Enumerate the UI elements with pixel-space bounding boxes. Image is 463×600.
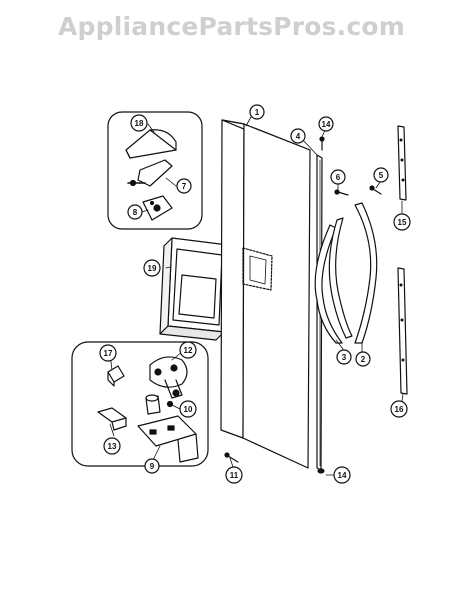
- callout-12: 12: [179, 341, 197, 359]
- callout-12-label: 12: [184, 346, 193, 355]
- part-8-hinge-plate: [142, 195, 173, 221]
- callout-17-label: 17: [104, 349, 113, 358]
- callout-11-label: 11: [230, 471, 239, 480]
- part-3-handle-trim: [314, 224, 343, 344]
- callout-labels: 1 4 14 6 5 15 3 2 16 14 11 19 18 7 8: [99, 104, 411, 484]
- part-7-hinge-bracket: [127, 159, 173, 187]
- callout-14-bottom-label: 14: [338, 471, 347, 480]
- part-14-screw-bottom: [317, 468, 325, 474]
- callout-19-label: 19: [148, 264, 157, 273]
- callout-1-label: 1: [255, 108, 260, 117]
- part-10-hinge-pin: [145, 394, 174, 415]
- callout-7-label: 7: [182, 182, 187, 191]
- callout-3: 3: [336, 349, 352, 365]
- part-16-trim-strip: [397, 267, 408, 395]
- inset-box-bottom-hinge: [71, 341, 209, 467]
- callout-14-top: 14: [318, 116, 334, 132]
- site-watermark: AppliancePartsPros.com: [57, 12, 406, 41]
- part-2-handle: [328, 202, 378, 344]
- part-17-bracket: [107, 365, 125, 387]
- callout-11: 11: [225, 466, 243, 484]
- callout-14-top-label: 14: [322, 120, 331, 129]
- part-14-screw-top: [319, 136, 325, 151]
- callout-10-label: 10: [184, 405, 193, 414]
- callout-2-label: 2: [361, 355, 366, 364]
- part-5-screw: [369, 185, 382, 195]
- part-18-hinge-cover: [125, 129, 177, 159]
- callout-16: 16: [390, 400, 408, 418]
- callout-13: 13: [103, 437, 121, 455]
- callout-17: 17: [99, 344, 117, 362]
- callout-8: 8: [127, 204, 143, 220]
- callout-10: 10: [179, 400, 197, 418]
- part-12-hinge-assembly: [149, 356, 188, 399]
- part-15-trim-strip: [397, 125, 407, 201]
- callout-18: 18: [130, 114, 148, 132]
- callout-13-label: 13: [108, 442, 117, 451]
- part-1-door-panel: [220, 119, 311, 469]
- callout-9: 9: [144, 458, 160, 474]
- callout-18-label: 18: [135, 119, 144, 128]
- inset-box-top-hinge: [107, 111, 203, 230]
- callout-19: 19: [143, 259, 161, 277]
- callout-16-label: 16: [395, 405, 404, 414]
- callout-15: 15: [393, 213, 411, 231]
- callout-1: 1: [249, 104, 265, 120]
- part-9-hinge-plate: [137, 415, 199, 463]
- callout-8-label: 8: [133, 208, 138, 217]
- part-11-screw: [224, 452, 239, 463]
- callout-6-label: 6: [336, 173, 341, 182]
- callout-4-label: 4: [296, 132, 301, 141]
- callout-14-bottom: 14: [333, 466, 351, 484]
- callout-3-label: 3: [342, 353, 347, 362]
- callout-9-label: 9: [150, 462, 155, 471]
- callout-7: 7: [176, 178, 192, 194]
- callout-15-label: 15: [398, 218, 407, 227]
- part-13-bracket: [97, 407, 127, 431]
- part-19-dispenser-frame: [159, 237, 229, 341]
- callout-5-label: 5: [379, 171, 384, 180]
- part-6-screw: [334, 189, 349, 196]
- callout-2: 2: [355, 351, 371, 367]
- callout-5: 5: [373, 167, 389, 183]
- callout-4: 4: [290, 128, 306, 144]
- callout-6: 6: [330, 169, 346, 185]
